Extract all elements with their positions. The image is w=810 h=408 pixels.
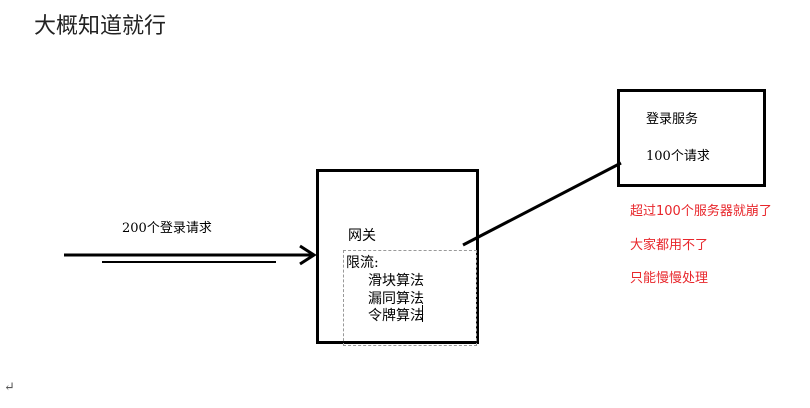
request-arrow-head [299, 244, 317, 266]
login-service-requests-label: 100个请求 [646, 149, 710, 164]
algorithm-item: 漏同算法 [368, 291, 424, 307]
algorithm-item: 令牌算法 [368, 308, 424, 324]
algorithm-item: 滑块算法 [368, 273, 424, 289]
login-service-label: 登录服务 [646, 112, 699, 127]
note-unavailable: 大家都用不了 [630, 238, 709, 253]
text-cursor [422, 305, 423, 322]
gateway-to-login-connector [462, 161, 622, 247]
gateway-box[interactable] [316, 169, 479, 344]
rate-limit-textbox[interactable] [343, 250, 477, 346]
incoming-requests-label: 200个登录请求 [122, 221, 212, 236]
rate-limit-title: 限流: [346, 255, 379, 271]
note-overload: 超过100个服务器就崩了 [630, 204, 772, 219]
note-slow-processing: 只能慢慢处理 [630, 271, 709, 286]
gateway-label: 网关 [348, 228, 376, 244]
login-service-box[interactable] [617, 89, 766, 187]
page-heading: 大概知道就行 [34, 14, 167, 39]
paragraph-mark-icon: ↵ [4, 380, 15, 395]
